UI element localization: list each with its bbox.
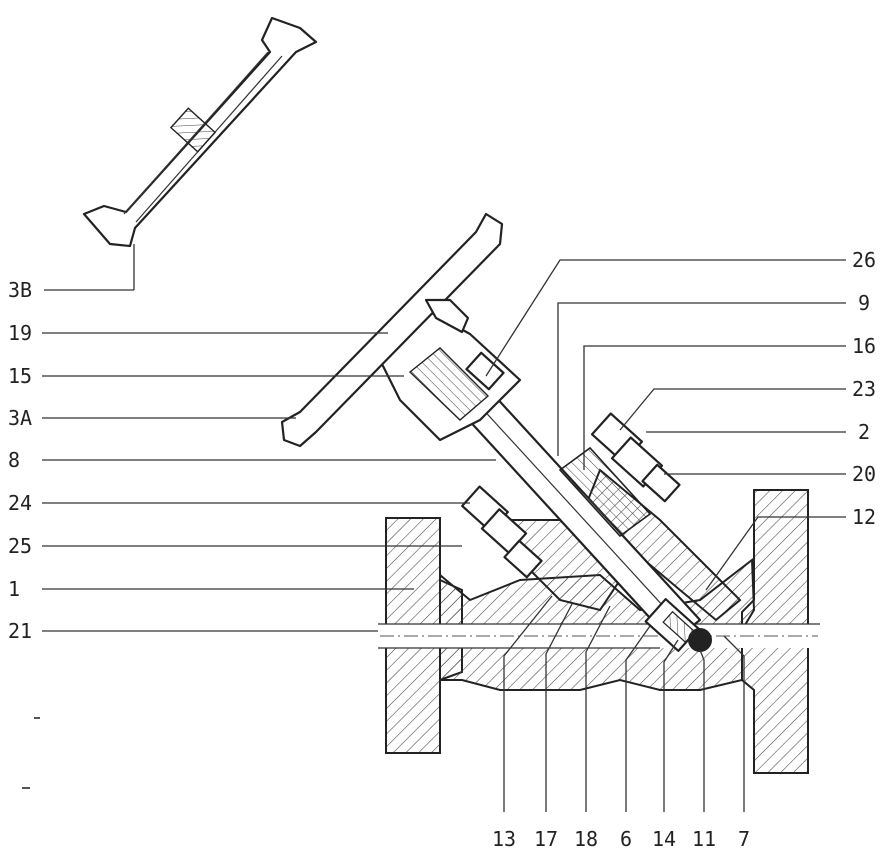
label-16: 16 xyxy=(852,334,876,358)
label-3b: 3B xyxy=(8,278,32,302)
label-3a: 3A xyxy=(8,406,32,430)
bottom-labels: 13 17 18 6 14 11 7 xyxy=(492,827,750,851)
label-23: 23 xyxy=(852,377,876,401)
label-2: 2 xyxy=(858,420,870,444)
bolts-left xyxy=(461,485,543,579)
label-9: 9 xyxy=(858,291,870,315)
label-6: 6 xyxy=(620,827,632,851)
leaders-bottom xyxy=(503,595,745,812)
label-19: 19 xyxy=(8,321,32,345)
handwheel-3a xyxy=(280,212,504,448)
leaders-right xyxy=(485,259,846,591)
label-15: 15 xyxy=(8,364,32,388)
label-20: 20 xyxy=(852,462,876,486)
bolts-right xyxy=(590,412,681,503)
label-17: 17 xyxy=(534,827,558,851)
label-18: 18 xyxy=(574,827,598,851)
disc-seat xyxy=(644,598,712,652)
left-labels: 3B 19 15 3A 8 24 25 1 21 xyxy=(8,278,32,643)
handwheel-spare-3b xyxy=(82,16,318,290)
label-12: 12 xyxy=(852,505,876,529)
label-24: 24 xyxy=(8,491,32,515)
label-26: 26 xyxy=(852,248,876,272)
right-labels: 26 9 16 23 2 20 12 xyxy=(852,248,876,529)
label-13: 13 xyxy=(492,827,516,851)
valve-body-1 xyxy=(378,489,820,774)
label-1: 1 xyxy=(8,577,20,601)
label-14: 14 xyxy=(652,827,676,851)
label-7: 7 xyxy=(738,827,750,851)
label-11: 11 xyxy=(692,827,716,851)
label-25: 25 xyxy=(8,534,32,558)
label-21: 21 xyxy=(8,619,32,643)
leaders-left xyxy=(42,289,496,632)
label-8: 8 xyxy=(8,448,20,472)
